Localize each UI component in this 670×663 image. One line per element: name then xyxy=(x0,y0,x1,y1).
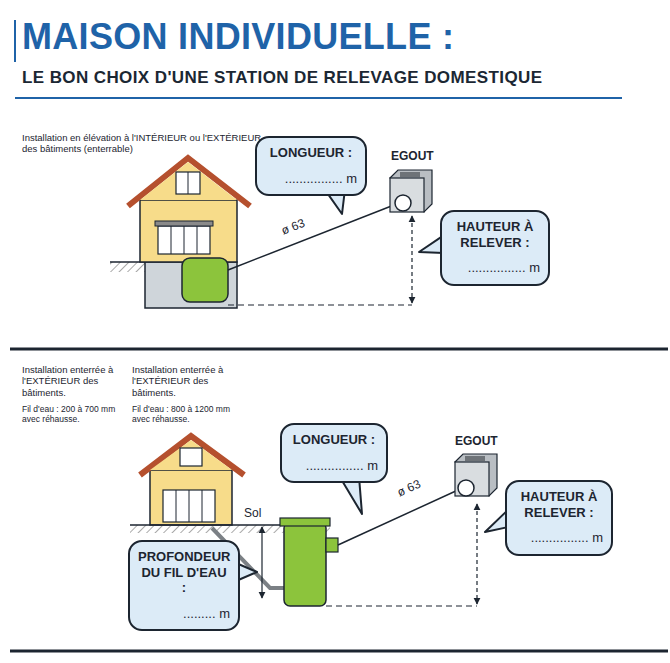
manhole-inlet xyxy=(458,480,474,496)
label: Installation enterrée à l'EXTÉRIEUR des … xyxy=(132,364,244,398)
reference-line xyxy=(326,605,477,606)
separator xyxy=(10,650,668,653)
balcony xyxy=(155,221,213,226)
bubble-heading: HAUTEUR À RELEVER : xyxy=(450,219,540,250)
title-bar xyxy=(14,20,16,62)
label: Installation en élévation à l'INTÉRIEUR … xyxy=(22,132,272,155)
bay-window xyxy=(158,226,210,254)
manhole-body xyxy=(455,462,489,496)
house-wall xyxy=(140,200,237,262)
gable xyxy=(140,162,237,200)
speech-bubble: PROFONDEUR DU FIL D'EAU : ......... m xyxy=(128,540,240,631)
speech-bubble: HAUTEUR À RELEVER : ................ m xyxy=(440,210,550,286)
window-bar xyxy=(188,172,189,194)
manhole-side xyxy=(455,454,497,496)
sewer-manhole xyxy=(455,454,497,496)
bay-window xyxy=(163,490,215,522)
window-bars xyxy=(171,226,197,254)
window xyxy=(180,448,202,466)
label: ø 63 xyxy=(395,477,423,500)
bubble-tail xyxy=(341,479,362,514)
discharge-pipe xyxy=(228,205,394,270)
answer-field: ................ m xyxy=(515,530,603,546)
separator xyxy=(10,348,668,351)
window-bars xyxy=(176,490,202,522)
reference-line xyxy=(228,304,412,305)
speech-bubble: HAUTEUR À RELEVER : ................ m xyxy=(505,480,613,556)
height-dimension xyxy=(411,216,412,303)
manhole-opening xyxy=(465,456,485,461)
house xyxy=(140,436,244,525)
manhole-side xyxy=(390,170,432,212)
roof xyxy=(128,158,250,206)
title: MAISON INDIVIDUELLE : xyxy=(22,16,454,58)
manhole-body xyxy=(390,178,424,212)
gable xyxy=(150,440,232,470)
speech-bubble: LONGUEUR : ................ m xyxy=(280,423,388,483)
height-dimension xyxy=(476,504,477,604)
label: EGOUT xyxy=(455,434,498,448)
house xyxy=(110,158,250,308)
label: Fil d'eau : 200 à 700 mm avec réhausse. xyxy=(22,404,128,424)
label: Fil d'eau : 800 à 1200 mm avec réhausse. xyxy=(132,404,244,424)
house-wall xyxy=(150,470,232,525)
bubble-heading: LONGUEUR : xyxy=(265,145,357,161)
bubble-heading: LONGUEUR : xyxy=(290,432,378,448)
speech-bubble: LONGUEUR : ................ m xyxy=(255,136,367,196)
answer-field: ................ m xyxy=(290,458,378,474)
station-outlet xyxy=(326,538,338,552)
answer-field: ................ m xyxy=(450,260,540,276)
label: LE BON CHOIX D'UNE STATION DE RELEVAGE D… xyxy=(22,68,542,88)
answer-field: ......... m xyxy=(138,606,230,622)
lifting-station xyxy=(182,258,228,302)
manhole-opening xyxy=(400,172,420,177)
window xyxy=(176,172,200,194)
manhole-inlet xyxy=(395,195,411,211)
bubble-heading: PROFONDEUR DU FIL D'EAU : xyxy=(138,549,230,596)
lifting-station xyxy=(284,522,326,606)
label: Installation enterrée à l'EXTÉRIEUR des … xyxy=(22,364,128,398)
label: Sol xyxy=(244,506,261,520)
label: EGOUT xyxy=(391,149,434,163)
ground-hatch xyxy=(110,262,145,272)
station-cover xyxy=(280,518,330,526)
sewer-manhole xyxy=(390,170,432,212)
bubble-heading: HAUTEUR À RELEVER : xyxy=(515,489,603,520)
title-rule xyxy=(15,97,622,99)
answer-field: ................ m xyxy=(265,171,357,187)
label: ø 63 xyxy=(279,216,307,238)
roof xyxy=(140,436,244,475)
depth-dimension xyxy=(261,527,262,598)
